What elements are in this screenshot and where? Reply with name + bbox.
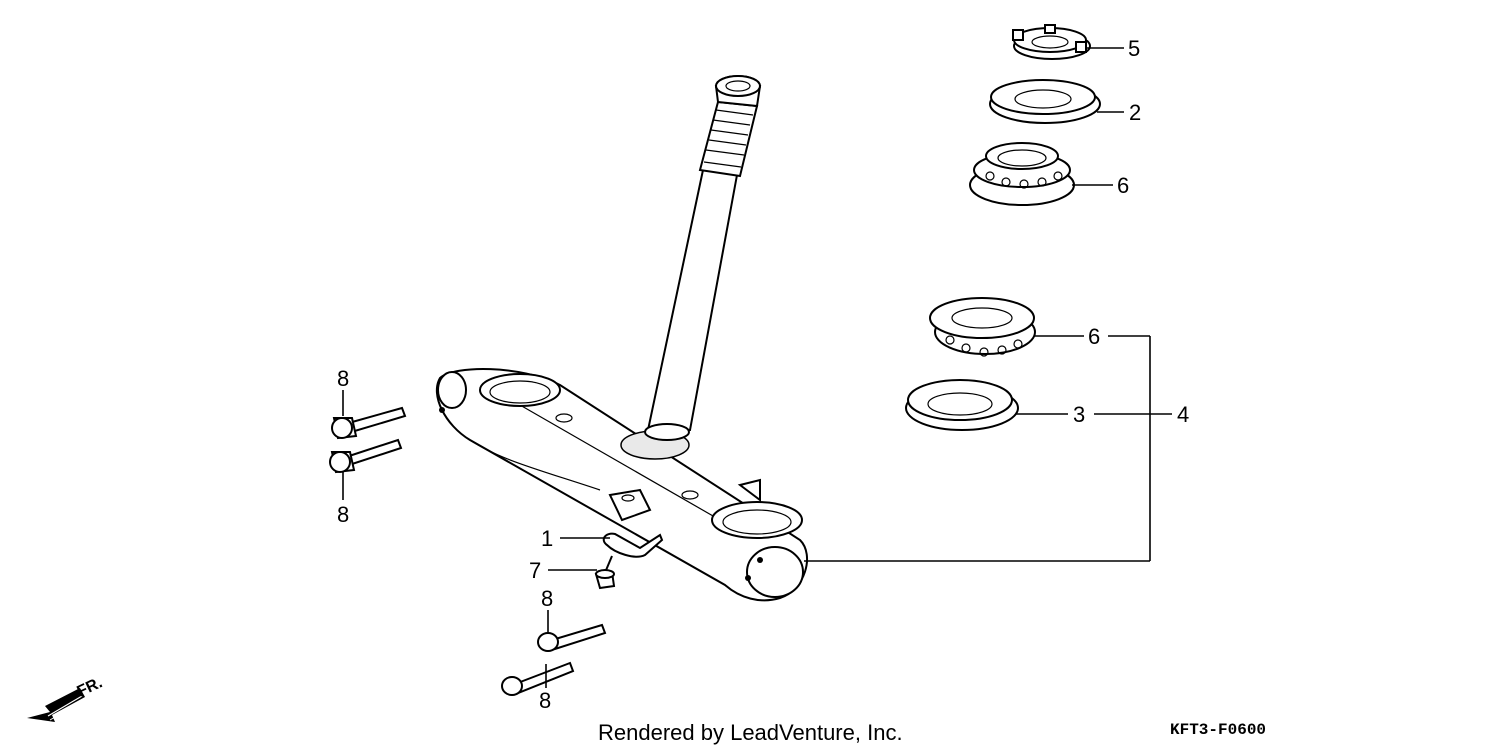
steering-stem-shaft [646,75,762,431]
part-8-bolt-bottom-top [537,623,607,652]
callout-2: 2 [1129,100,1141,125]
callout-7: 7 [529,558,541,583]
part-8-bolt-bottom-bottom [501,661,575,696]
callout-6-lower: 6 [1088,324,1100,349]
part-7-bolt [594,555,616,590]
part-3-lower-race [905,379,1019,431]
callout-4: 4 [1177,402,1189,427]
callout-8-left-bottom: 8 [337,502,349,527]
diagram-code: KFT3-F0600 [1170,721,1266,739]
callout-6-upper: 6 [1117,173,1129,198]
front-direction-arrow: FR. [27,674,105,722]
callout-3: 3 [1073,402,1085,427]
leader-lines [342,47,1172,688]
part-8-bolt-left-top [331,406,407,440]
credit-text: Rendered by LeadVenture, Inc. [598,720,903,745]
callout-1: 1 [541,526,553,551]
callout-8-bottom-top: 8 [541,586,553,611]
part-6-lower-ball-race [929,297,1036,357]
part-8-bolt-left-bottom [329,438,403,474]
part-5-lock-nut [1012,24,1091,60]
callout-8-bottom-bottom: 8 [539,688,551,713]
bottom-bridge [435,368,809,602]
fr-label: FR. [75,674,106,700]
callout-5: 5 [1128,36,1140,61]
callout-8-left-top: 8 [337,366,349,391]
part-6-upper-ball-race [969,142,1075,206]
part-2-dust-seal [989,79,1101,124]
